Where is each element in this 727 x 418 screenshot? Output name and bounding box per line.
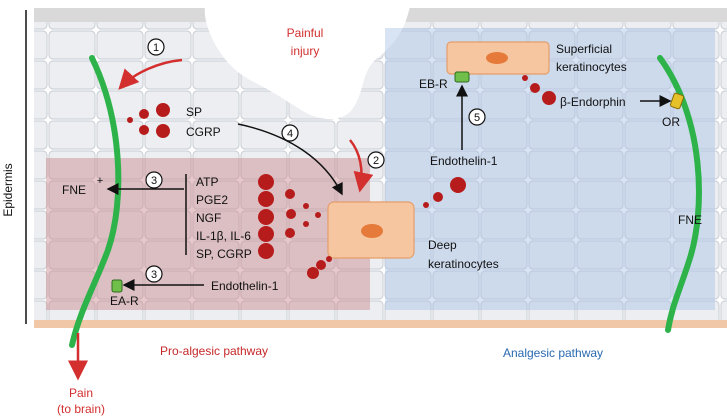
step-5-label: 5 [474,112,480,124]
mediator-atp-label: ATP [196,175,218,189]
mediator-sp-label: SP [186,105,202,119]
arrow-injury-to-fne [118,58,183,90]
nerve-fiber-left [69,55,122,348]
arrow-sp-cgrp-to-deep [237,123,343,196]
deep-keratinocyte [327,201,415,259]
arrow-injury-to-deep [349,139,374,193]
ea-r-label: EA-R [110,294,139,308]
mediator-ngf-label: NGF [196,211,221,225]
mediator-il-label: IL-1β, IL-6 [196,229,251,243]
step-3b-label: 3 [151,269,157,281]
epidermis-label: Epidermis [1,163,15,216]
pro-algesic-pathway-label: Pro-algesic pathway [160,344,268,358]
step-5-badge: 5 [468,108,486,126]
step-4-label: 4 [287,128,293,140]
fne-plus-sign: + [97,175,103,187]
mediator-sp-cgrp-label: SP, CGRP [196,247,252,261]
or-receptor [669,92,685,110]
ea-r-receptor [111,279,123,293]
step-3a-label: 3 [151,175,157,187]
superficial-keratinocyte [446,41,550,75]
step-1-badge: 1 [147,38,165,56]
or-label: OR [662,115,680,129]
superficial-keratinocytes-line2: keratinocytes [556,60,627,74]
superficial-keratinocytes-line1: Superficial [556,42,612,56]
step-2-badge: 2 [367,151,385,169]
mediator-dots [127,75,556,279]
step-3b-badge: 3 [145,265,163,283]
fne-left-label: FNE [62,183,86,197]
analgesic-pathway-label: Analgesic pathway [503,346,603,360]
deep-keratinocytes-line1: Deep [428,238,457,252]
injury-wound [204,6,410,120]
step-4-badge: 4 [281,124,299,142]
fne-right-label: FNE [678,213,702,227]
eb-r-label: EB-R [419,77,448,91]
dermis-boundary [34,320,727,328]
analgesic-region [385,28,715,310]
pain-label-line1: Pain [69,386,93,400]
injury-label-line1: Painful [287,26,324,40]
endothelin-left-label: Endothelin-1 [211,279,279,293]
step-1-label: 1 [153,42,159,54]
mediator-cgrp-label: CGRP [186,125,221,139]
pro-algesic-region [46,158,370,310]
nerve-fiber-right [657,55,702,333]
deep-keratinocytes-line2: keratinocytes [428,257,499,271]
pain-label-line2: (to brain) [57,402,105,416]
beta-endorphin-label: β-Endorphin [560,95,626,109]
injury-label-line2: injury [291,44,320,58]
eb-r-receptor [454,71,470,83]
step-2-label: 2 [373,155,379,167]
endothelin-right-label: Endothelin-1 [430,154,498,168]
mediator-pge2-label: PGE2 [196,193,228,207]
step-3a-badge: 3 [145,171,163,189]
